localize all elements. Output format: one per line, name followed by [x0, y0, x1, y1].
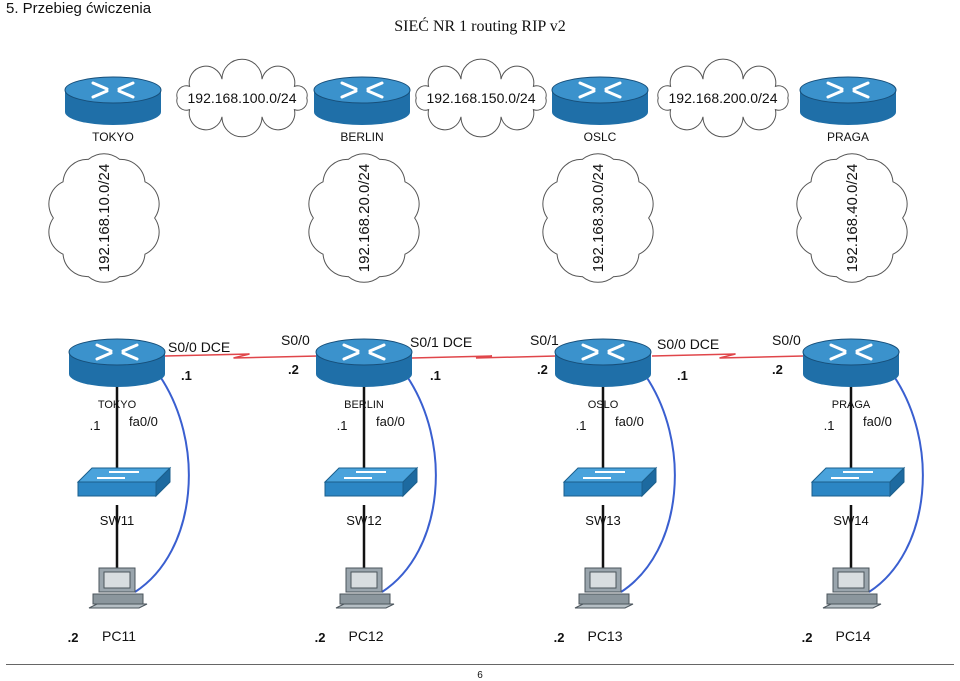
console-cable — [868, 371, 924, 593]
interface-ip: .1 — [337, 418, 348, 433]
serial-ip-right: .2 — [772, 362, 783, 377]
lan-network-label: 192.168.30.0/24 — [590, 164, 607, 272]
pc-ip: .2 — [315, 630, 326, 645]
switch-name: SW12 — [346, 513, 381, 528]
wan-cloud — [176, 58, 308, 138]
serial-interface-right: S0/0 — [772, 332, 801, 348]
serial-interface-left: S0/1 DCE — [410, 334, 472, 350]
serial-interface-right: S0/1 — [530, 332, 559, 348]
lan-network-label: 192.168.20.0/24 — [356, 164, 373, 272]
serial-ip-right: .2 — [288, 362, 299, 377]
wan-cloud — [657, 58, 789, 138]
lan-cloud — [48, 153, 160, 283]
console-cable — [381, 371, 437, 593]
router-name: OSLO — [588, 399, 619, 411]
serial-link — [164, 353, 319, 359]
router-icon — [68, 338, 166, 387]
serial-link — [411, 355, 557, 359]
switch-name: SW14 — [833, 513, 868, 528]
interface-ip: .1 — [90, 418, 101, 433]
footer-divider — [6, 664, 954, 665]
router-name: PRAGA — [827, 130, 869, 144]
wan-network-label: 192.168.150.0/24 — [427, 90, 536, 106]
serial-ip-left: .1 — [181, 368, 192, 383]
switch-icon — [562, 466, 658, 498]
router-name: OSLC — [584, 130, 617, 144]
lan-network-label: 192.168.10.0/24 — [96, 164, 113, 272]
router-icon — [551, 76, 649, 125]
switch-icon — [323, 466, 419, 498]
lan-cloud — [308, 153, 420, 283]
pc-name: PC13 — [587, 628, 622, 644]
switch-icon — [810, 466, 906, 498]
wan-network-label: 192.168.200.0/24 — [669, 90, 778, 106]
interface-name: fa0/0 — [129, 414, 158, 429]
pc-icon — [88, 567, 148, 609]
wan-cloud — [415, 58, 547, 138]
serial-ip-left: .1 — [677, 368, 688, 383]
router-icon — [554, 338, 652, 387]
interface-name: fa0/0 — [615, 414, 644, 429]
switch-name: SW13 — [585, 513, 620, 528]
console-cable — [620, 371, 676, 593]
pc-name: PC12 — [348, 628, 383, 644]
switch-name: SW11 — [100, 513, 134, 528]
pc-icon — [335, 567, 395, 609]
switch-icon — [76, 466, 172, 498]
lan-network-label: 192.168.40.0/24 — [844, 164, 861, 272]
router-name: TOKYO — [98, 399, 137, 411]
interface-name: fa0/0 — [376, 414, 405, 429]
serial-interface-left: S0/0 DCE — [168, 339, 230, 355]
serial-ip-right: .2 — [537, 362, 548, 377]
pc-icon — [574, 567, 634, 609]
interface-ip: .1 — [576, 418, 587, 433]
pc-ip: .2 — [554, 630, 565, 645]
pc-ip: .2 — [802, 630, 813, 645]
serial-interface-right: S0/0 — [281, 332, 310, 348]
interface-name: fa0/0 — [863, 414, 892, 429]
page-title: SIEĆ NR 1 routing RIP v2 — [394, 18, 566, 35]
serial-ip-left: .1 — [430, 368, 441, 383]
router-name: PRAGA — [832, 399, 871, 411]
pc-ip: .2 — [68, 630, 79, 645]
router-name: BERLIN — [340, 130, 383, 144]
pc-name: PC14 — [835, 628, 870, 644]
wan-network-label: 192.168.100.0/24 — [188, 90, 297, 106]
console-cable — [134, 371, 190, 593]
router-icon — [799, 76, 897, 125]
router-name: TOKYO — [92, 130, 134, 144]
pc-icon — [822, 567, 882, 609]
lan-cloud — [796, 153, 908, 283]
section-heading: 5. Przebieg ćwiczenia — [6, 0, 152, 17]
page-number: 6 — [477, 670, 483, 681]
serial-interface-left: S0/0 DCE — [657, 336, 719, 352]
router-icon — [64, 76, 162, 125]
pc-name: PC11 — [102, 628, 136, 644]
router-icon — [315, 338, 413, 387]
network-diagram: 192.168.100.0/24 192.168.150.0/24 192.168.… — [48, 58, 924, 645]
router-name: BERLIN — [344, 399, 384, 411]
serial-link — [651, 353, 804, 359]
router-icon — [802, 338, 900, 387]
router-icon — [313, 76, 411, 125]
lan-cloud — [542, 153, 654, 283]
interface-ip: .1 — [824, 418, 835, 433]
